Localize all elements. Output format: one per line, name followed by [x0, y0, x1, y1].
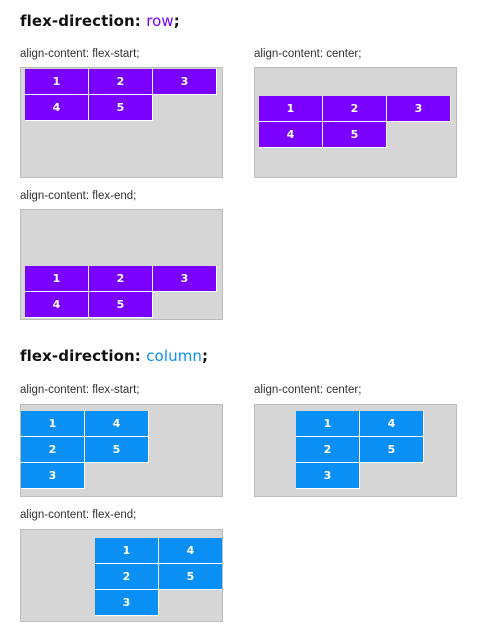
- flex-item: 4: [25, 95, 89, 121]
- flex-item: 1: [296, 411, 360, 437]
- flex-item: 4: [360, 411, 424, 437]
- column-flex-end-container: 1 2 3 4 5: [20, 529, 223, 622]
- flex-item: 5: [360, 437, 424, 463]
- flex-item: 5: [85, 437, 149, 463]
- flex-item: 2: [95, 564, 159, 590]
- row-flex-end-container: 1 2 3 4 5: [20, 209, 223, 320]
- heading-suffix: ;: [202, 347, 209, 365]
- flex-item: 2: [21, 437, 85, 463]
- flex-item: 3: [153, 69, 217, 95]
- row-center-container: 1 2 3 4 5: [254, 67, 457, 178]
- row-section-heading: flex-direction: row;: [20, 12, 180, 30]
- flex-item: 5: [89, 95, 153, 121]
- flex-item: 2: [89, 69, 153, 95]
- flex-item: 2: [296, 437, 360, 463]
- flex-item: 5: [159, 564, 222, 590]
- column-center-container: 1 2 3 4 5: [254, 404, 457, 497]
- row-flex-start-caption: align-content: flex-start;: [20, 48, 140, 60]
- flex-item: 5: [89, 292, 153, 318]
- row-center-caption: align-content: center;: [254, 48, 362, 60]
- flex-item: 3: [387, 96, 451, 122]
- column-flex-end-caption: align-content: flex-end;: [20, 509, 137, 521]
- flex-item: 4: [259, 122, 323, 148]
- row-flex-end-caption: align-content: flex-end;: [20, 190, 137, 202]
- flex-item: 3: [21, 463, 85, 489]
- column-flex-start-container: 1 2 3 4 5: [20, 404, 223, 497]
- heading-value: row: [146, 12, 174, 30]
- flex-item: 4: [25, 292, 89, 318]
- flex-item: 3: [95, 590, 159, 616]
- flex-item: 3: [296, 463, 360, 489]
- flex-item: 1: [21, 411, 85, 437]
- flex-item: 5: [323, 122, 387, 148]
- heading-value: column: [146, 347, 203, 365]
- flex-item: 4: [85, 411, 149, 437]
- column-section-heading: flex-direction: column;: [20, 347, 208, 365]
- column-center-caption: align-content: center;: [254, 384, 362, 396]
- heading-prefix: flex-direction:: [20, 347, 147, 365]
- flex-item: 1: [259, 96, 323, 122]
- flex-item: 1: [25, 266, 89, 292]
- flex-item: 3: [153, 266, 217, 292]
- flex-item: 1: [25, 69, 89, 95]
- flex-item: 2: [323, 96, 387, 122]
- flex-item: 4: [159, 538, 222, 564]
- row-flex-start-container: 1 2 3 4 5: [20, 67, 223, 178]
- column-flex-start-caption: align-content: flex-start;: [20, 384, 140, 396]
- heading-prefix: flex-direction:: [20, 12, 147, 30]
- flex-item: 2: [89, 266, 153, 292]
- heading-suffix: ;: [173, 12, 180, 30]
- flex-item: 1: [95, 538, 159, 564]
